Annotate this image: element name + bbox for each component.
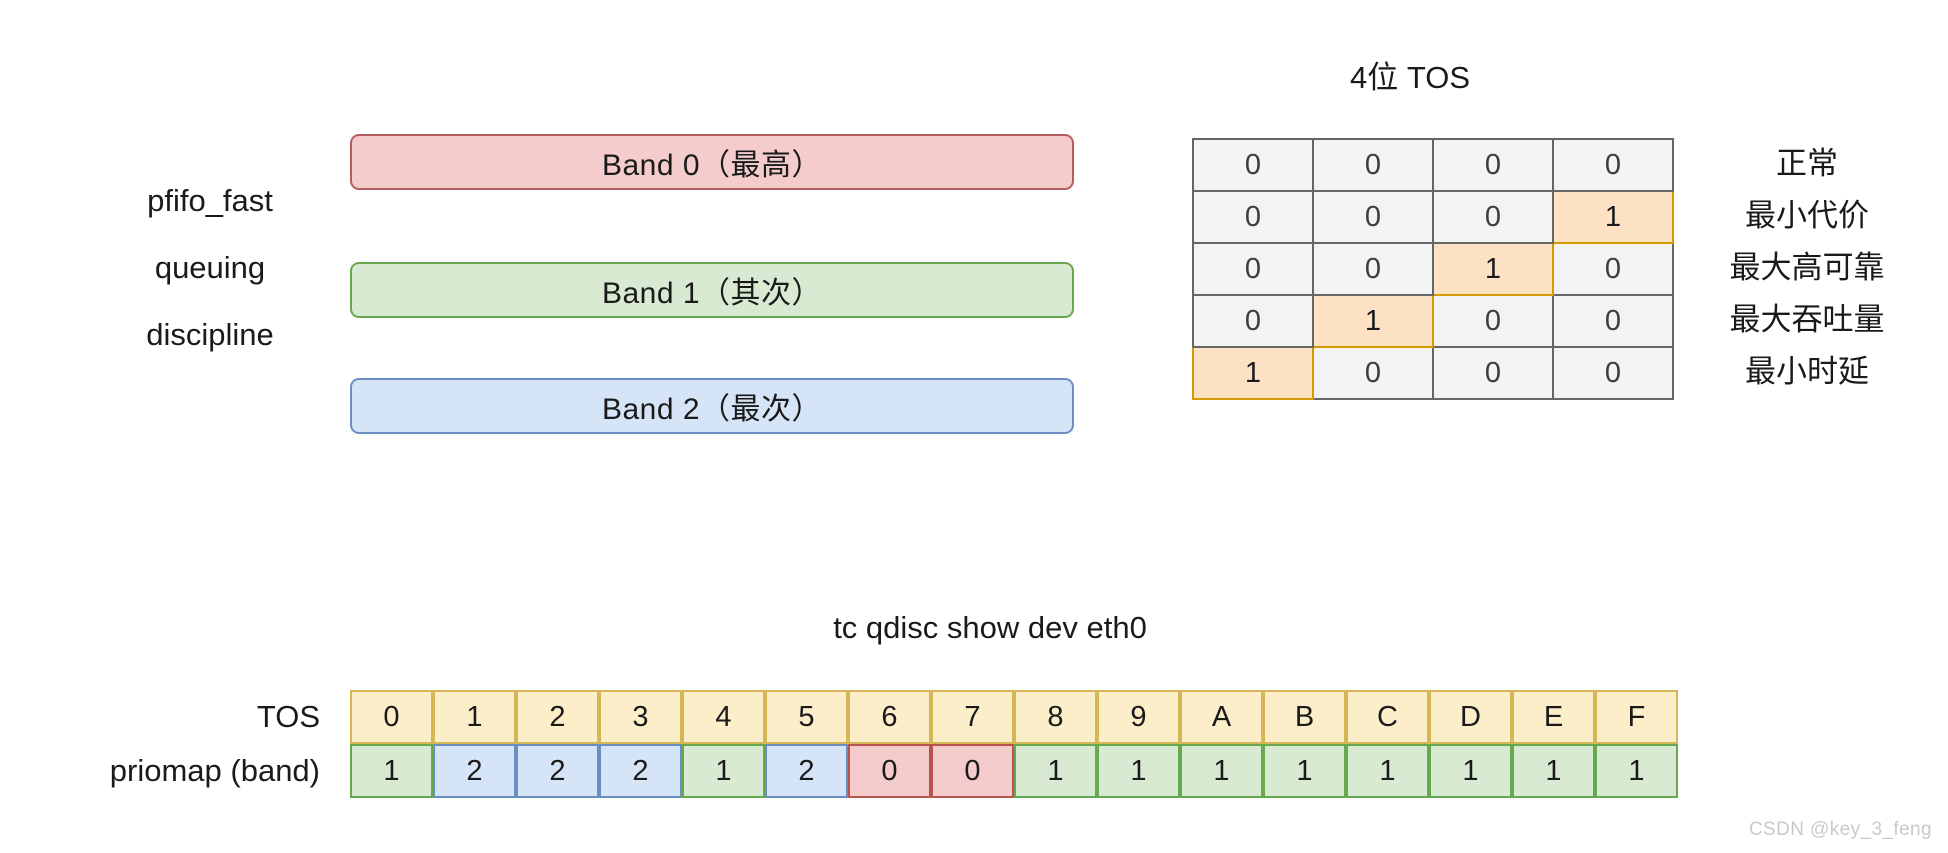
- priomap-band-cell: 0: [931, 744, 1014, 798]
- priomap-band-cell: 2: [765, 744, 848, 798]
- tos-bit-cell: 0: [1432, 190, 1554, 244]
- priomap-tos-cell: B: [1263, 690, 1346, 744]
- tos-bit-cell: 0: [1192, 138, 1314, 192]
- priomap-tos-cell: F: [1595, 690, 1678, 744]
- priomap-band-cell: 2: [433, 744, 516, 798]
- tos-bit-cell: 1: [1432, 242, 1554, 296]
- priomap-band-cell: 1: [350, 744, 433, 798]
- priomap-band-cell: 2: [599, 744, 682, 798]
- tos-meaning-label: 最大高可靠: [1729, 250, 1885, 285]
- tos-bit-cell: 0: [1552, 294, 1674, 348]
- priomap-band-cell: 2: [516, 744, 599, 798]
- tos-bit-cell: 0: [1312, 138, 1434, 192]
- qdisc-label-queuing: queuing: [154, 250, 266, 285]
- tos-bit-cell: 1: [1312, 294, 1434, 348]
- priomap-band-cell: 1: [1097, 744, 1180, 798]
- tos-bit-cell: 0: [1192, 294, 1314, 348]
- priomap-tos-cell: 5: [765, 690, 848, 744]
- priomap-row-label-tos: TOS: [256, 699, 320, 734]
- priomap-tos-cell: 2: [516, 690, 599, 744]
- band-0-label: Band 0（最高）: [601, 149, 823, 182]
- watermark: CSDN @key_3_feng: [1748, 819, 1932, 840]
- priomap-row-label-band: priomap (band): [109, 753, 320, 788]
- band-0-box: Band 0（最高）: [350, 134, 1074, 190]
- priomap-band-cell: 1: [1595, 744, 1678, 798]
- priomap-band-cell: 1: [1512, 744, 1595, 798]
- tos-meaning-column: 正常最小代价最大高可靠最大吞吐量最小时延: [1672, 138, 1942, 398]
- tos-bit-cell: 1: [1192, 346, 1314, 400]
- band-2-box: Band 2（最次）: [350, 378, 1074, 434]
- qdisc-label-discipline: discipline: [146, 317, 274, 352]
- priomap-band-cell: 1: [682, 744, 765, 798]
- priomap-tos-cell: A: [1180, 690, 1263, 744]
- tos-meaning-label: 最小时延: [1745, 354, 1869, 389]
- band-2-label: Band 2（最次）: [601, 393, 823, 426]
- priomap-title: tc qdisc show dev eth0: [833, 610, 1147, 645]
- priomap-tos-cell: 1: [433, 690, 516, 744]
- tos-bit-cell: 0: [1312, 190, 1434, 244]
- priomap-tos-cell: E: [1512, 690, 1595, 744]
- qdisc-label-group: pfifo_fast queuing discipline: [90, 185, 330, 350]
- priomap-row-labels: TOS priomap (band): [30, 690, 320, 798]
- tos-bit-cell: 0: [1192, 190, 1314, 244]
- priomap-band-cell: 1: [1014, 744, 1097, 798]
- priomap-band-cell: 1: [1346, 744, 1429, 798]
- priomap-band-cell: 0: [848, 744, 931, 798]
- priomap-tos-cell: 0: [350, 690, 433, 744]
- tos-bit-cell: 0: [1312, 346, 1434, 400]
- priomap-tos-cell: D: [1429, 690, 1512, 744]
- tos-bit-cell: 0: [1552, 242, 1674, 296]
- qdisc-label-pfifo-fast: pfifo_fast: [147, 183, 273, 218]
- priomap-tos-cell: 7: [931, 690, 1014, 744]
- tos-bit-cell: 0: [1432, 346, 1554, 400]
- priomap-tos-cell: C: [1346, 690, 1429, 744]
- tos-bit-cell: 0: [1552, 346, 1674, 400]
- band-1-box: Band 1（其次）: [350, 262, 1074, 318]
- priomap-band-cell: 1: [1263, 744, 1346, 798]
- priomap-tos-cell: 6: [848, 690, 931, 744]
- tos-bit-cell: 1: [1552, 190, 1674, 244]
- priomap-band-cell: 1: [1180, 744, 1263, 798]
- tos-bit-cell: 0: [1432, 138, 1554, 192]
- tos-bit-cell: 0: [1312, 242, 1434, 296]
- tos-table-title: 4位 TOS: [1349, 60, 1471, 95]
- tos-bit-cell: 0: [1192, 242, 1314, 296]
- priomap-tos-cell: 9: [1097, 690, 1180, 744]
- tos-meaning-label: 最大吞吐量: [1729, 302, 1885, 337]
- priomap-tos-cell: 8: [1014, 690, 1097, 744]
- priomap-band-cell: 1: [1429, 744, 1512, 798]
- tos-bit-cell: 0: [1552, 138, 1674, 192]
- tos-bit-cell: 0: [1432, 294, 1554, 348]
- tos-meaning-label: 正常: [1776, 146, 1838, 181]
- priomap-tos-cell: 3: [599, 690, 682, 744]
- tos-meaning-label: 最小代价: [1745, 198, 1869, 233]
- band-1-label: Band 1（其次）: [601, 277, 823, 310]
- priomap-tos-cell: 4: [682, 690, 765, 744]
